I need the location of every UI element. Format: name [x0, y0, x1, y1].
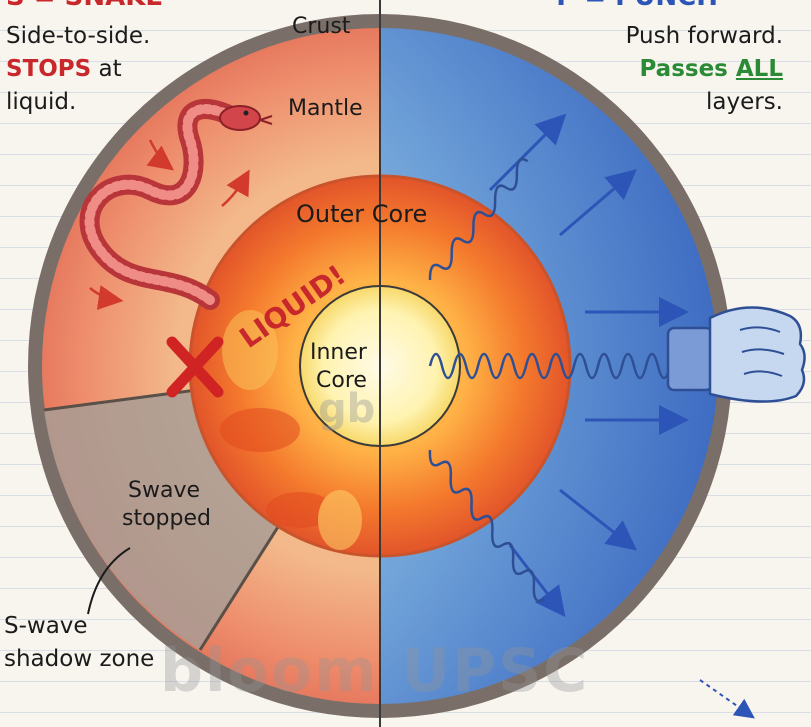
s-wave-desc-2: STOPS at	[6, 53, 122, 86]
stops-word: STOPS	[6, 56, 91, 82]
s-wave-desc-3: liquid.	[6, 86, 76, 119]
p-wave-desc-3: layers.	[706, 86, 783, 119]
all-word: ALL	[736, 56, 783, 82]
passes-word: Passes	[639, 56, 735, 82]
stops-rest: at	[91, 56, 121, 82]
p-wave-desc-2: Passes ALL	[639, 53, 783, 86]
inner-core-label-2: Core	[316, 368, 367, 393]
p-wave-heading: P = PUNCH —	[556, 0, 753, 12]
s-wave-heading: S = SNAKE —	[6, 0, 198, 12]
swave-stopped-label-2: stopped	[122, 506, 211, 531]
inner-core-label-1: Inner	[310, 340, 367, 365]
shadow-zone-label-1: S-wave	[4, 610, 88, 643]
swave-stopped-label-1: Swave	[128, 478, 200, 503]
watermark-text: bloom UPSC	[160, 636, 589, 706]
watermark-mark: gb	[318, 392, 375, 426]
mantle-label: Mantle	[288, 96, 363, 121]
p-wave-exit-arrow	[700, 680, 750, 715]
outer-core-label: Outer Core	[296, 200, 427, 228]
shadow-zone-label-2: shadow zone	[4, 643, 154, 676]
p-wave-desc-1: Push forward.	[626, 20, 783, 53]
s-wave-desc-1: Side-to-side.	[6, 20, 150, 53]
crust-label: Crust	[292, 14, 350, 39]
